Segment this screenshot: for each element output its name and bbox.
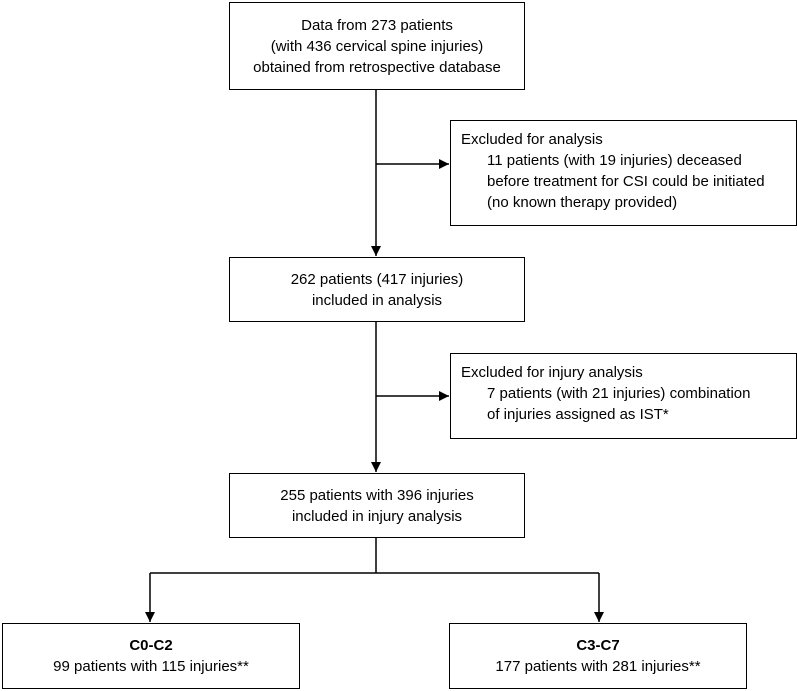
node-c3-c7-line-1: 177 patients with 281 injuries** bbox=[495, 658, 701, 675]
node-excluded-injury-heading: Excluded for injury analysis bbox=[461, 364, 643, 381]
node-included-injury: 255 patients with 396 injuries included … bbox=[229, 473, 525, 538]
node-excluded-analysis-line-3: (no known therapy provided) bbox=[487, 194, 678, 211]
node-excluded-analysis-line-1: 11 patients (with 19 injuries) deceased bbox=[487, 152, 742, 169]
node-source: Data from 273 patients (with 436 cervica… bbox=[229, 2, 525, 90]
node-source-line-3: obtained from retrospective database bbox=[253, 58, 501, 76]
node-excluded-injury-line-1: 7 patients (with 21 injuries) combinatio… bbox=[487, 385, 751, 402]
node-included-injury-line-1: 255 patients with 396 injuries bbox=[280, 486, 474, 504]
node-excluded-analysis: Excluded for analysis 11 patients (with … bbox=[450, 120, 797, 226]
node-c3-c7-title: C3-C7 bbox=[576, 637, 620, 654]
node-excluded-injury-line-2: of injuries assigned as IST* bbox=[487, 406, 669, 423]
node-source-line-2: (with 436 cervical spine injuries) bbox=[270, 37, 484, 55]
node-c0-c2: C0-C2 99 patients with 115 injuries** bbox=[2, 623, 300, 689]
node-included-analysis-line-2: included in analysis bbox=[311, 291, 443, 309]
node-c3-c7: C3-C7 177 patients with 281 injuries** bbox=[449, 623, 747, 689]
node-excluded-analysis-heading: Excluded for analysis bbox=[461, 131, 603, 148]
node-included-injury-line-2: included in injury analysis bbox=[291, 507, 463, 525]
node-included-analysis: 262 patients (417 injuries) included in … bbox=[229, 257, 525, 322]
node-source-line-1: Data from 273 patients bbox=[301, 16, 453, 34]
node-c0-c2-title: C0-C2 bbox=[129, 637, 173, 654]
node-c0-c2-line-1: 99 patients with 115 injuries** bbox=[53, 658, 249, 675]
node-excluded-analysis-line-2: before treatment for CSI could be initia… bbox=[487, 173, 765, 190]
node-excluded-injury: Excluded for injury analysis 7 patients … bbox=[450, 353, 797, 439]
node-included-analysis-line-1: 262 patients (417 injuries) bbox=[290, 270, 464, 288]
